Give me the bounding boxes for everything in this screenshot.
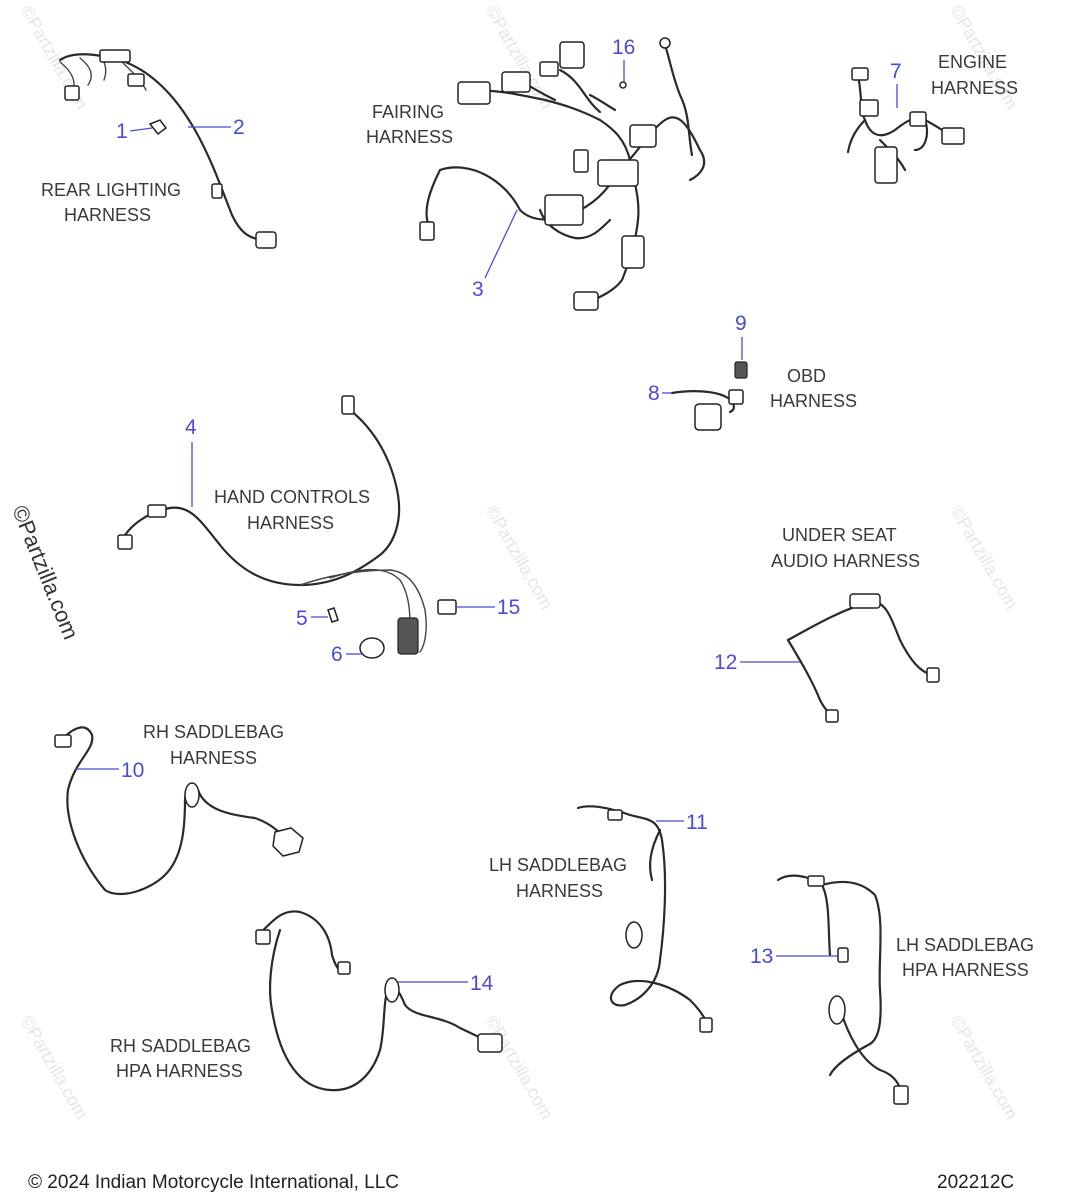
obd-label: OBD HARNESS [770, 366, 857, 411]
label-line: OBD [787, 366, 826, 386]
rear-lighting-label: REAR LIGHTING HARNESS [41, 180, 181, 225]
callout-10[interactable]: 10 [75, 759, 144, 782]
obd-harness[interactable] [670, 361, 748, 431]
label-line: LH SADDLEBAG [489, 855, 627, 875]
watermark-text: ©Partzilla.com [17, 2, 92, 113]
lh-saddlebag-hpa-harness[interactable] [776, 874, 909, 1105]
rear-lighting-harness[interactable] [58, 49, 277, 249]
watermark-text: ©Partzilla.com [17, 1012, 92, 1123]
watermark-text: ©Partzilla.com [482, 1012, 557, 1123]
callout-9[interactable]: 9 [735, 312, 747, 360]
label-line: RH SADDLEBAG [110, 1036, 251, 1056]
callout-8[interactable]: 8 [648, 382, 672, 405]
callout-number: 16 [612, 36, 635, 59]
callout-5[interactable]: 5 [296, 607, 328, 630]
label-line: HARNESS [770, 391, 857, 411]
label-line: LH SADDLEBAG [896, 935, 1034, 955]
lh-saddlebag-hpa-label: LH SADDLEBAG HPA HARNESS [896, 935, 1034, 980]
callout-number: 15 [497, 596, 520, 619]
label-line: HARNESS [247, 513, 334, 533]
callout-7[interactable]: 7 [890, 60, 902, 108]
callout-number: 6 [331, 643, 343, 666]
rh-saddlebag-label: RH SADDLEBAG HARNESS [143, 722, 284, 768]
callout-12[interactable]: 12 [714, 651, 800, 674]
callout-number: 14 [470, 972, 494, 995]
copyright-text: © 2024 Indian Motorcycle International, … [28, 1172, 399, 1193]
callout-1[interactable]: 1 [116, 120, 153, 143]
label-line: UNDER SEAT [782, 525, 897, 545]
callout-number: 13 [750, 945, 773, 968]
hand-controls-harness[interactable] [117, 395, 457, 659]
label-line: HARNESS [64, 205, 151, 225]
callout-2[interactable]: 2 [188, 116, 245, 139]
callout-number: 10 [121, 759, 144, 782]
fairing-harness[interactable] [419, 37, 706, 311]
callout-16[interactable]: 16 [612, 36, 635, 82]
rh-saddlebag-harness[interactable] [54, 726, 304, 895]
callout-6[interactable]: 6 [331, 643, 362, 666]
label-line: HPA HARNESS [116, 1061, 243, 1081]
label-line: AUDIO HARNESS [771, 551, 920, 571]
lh-saddlebag-harness[interactable] [576, 805, 713, 1033]
label-line: REAR LIGHTING [41, 180, 181, 200]
label-line: RH SADDLEBAG [143, 722, 284, 742]
hand-controls-label: HAND CONTROLS HARNESS [214, 487, 370, 533]
callout-number: 8 [648, 382, 660, 405]
callout-3[interactable]: 3 [472, 209, 518, 301]
rh-saddlebag-hpa-label: RH SADDLEBAG HPA HARNESS [110, 1036, 251, 1081]
callout-number: 4 [185, 416, 197, 439]
callout-number: 11 [686, 811, 708, 834]
under-seat-label: UNDER SEAT AUDIO HARNESS [771, 525, 920, 571]
label-line: FAIRING [372, 102, 444, 122]
engine-label: ENGINE HARNESS [931, 52, 1018, 98]
label-line: HARNESS [366, 127, 453, 147]
callout-number: 5 [296, 607, 308, 630]
leader-line [484, 209, 518, 279]
under-seat-audio-harness[interactable] [786, 593, 940, 723]
label-line: HPA HARNESS [902, 960, 1029, 980]
callout-13[interactable]: 13 [750, 945, 838, 968]
rh-saddlebag-hpa-harness[interactable] [255, 910, 503, 1092]
leader-line [129, 127, 153, 132]
callout-number: 2 [233, 116, 245, 139]
callout-number: 12 [714, 651, 737, 674]
label-line: ENGINE [938, 52, 1007, 72]
callout-number: 9 [735, 312, 747, 335]
label-line: HARNESS [170, 748, 257, 768]
lh-saddlebag-label: LH SADDLEBAG HARNESS [489, 855, 627, 901]
callout-number: 7 [890, 60, 902, 83]
diagram-code: 202212C [937, 1172, 1015, 1193]
callout-14[interactable]: 14 [398, 972, 494, 995]
label-line: HARNESS [516, 881, 603, 901]
fairing-label: FAIRING HARNESS [366, 102, 453, 147]
label-line: HARNESS [931, 78, 1018, 98]
engine-harness[interactable] [846, 67, 965, 184]
label-line: HAND CONTROLS [214, 487, 370, 507]
watermark-text: ©Partzilla.com [947, 502, 1022, 613]
callout-4[interactable]: 4 [185, 416, 197, 507]
callout-15[interactable]: 15 [456, 596, 520, 619]
callout-number: 1 [116, 120, 128, 143]
watermark-text: ©Partzilla.com [947, 1012, 1022, 1123]
callout-number: 3 [472, 278, 484, 301]
callout-11[interactable]: 11 [656, 811, 708, 834]
